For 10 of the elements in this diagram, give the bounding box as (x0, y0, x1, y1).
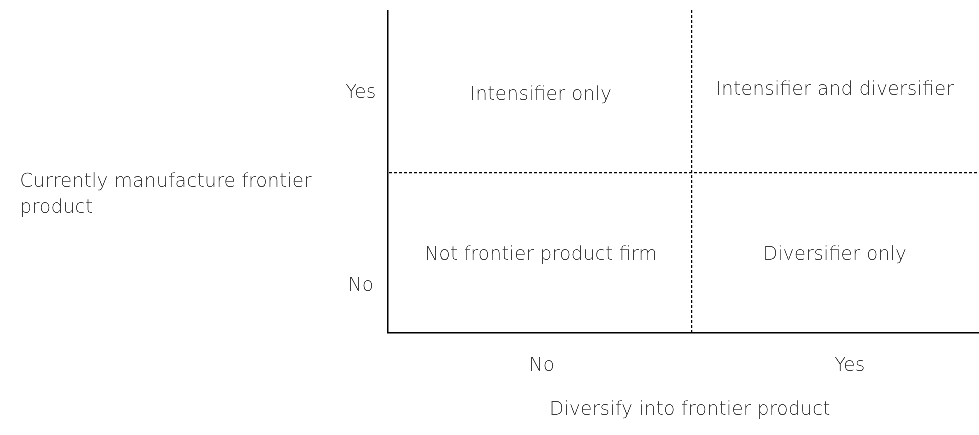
quadrant-label: Intensifier only (470, 82, 612, 108)
axis-tick-label: No (529, 353, 555, 378)
axis-title: Diversify into frontier product (549, 397, 830, 422)
axis-tick-label: No (348, 273, 374, 298)
axis-tick-label: Yes (346, 80, 376, 106)
quadrant-label: Diversifier only (763, 242, 907, 268)
quadrant-label: Not frontier product firm (424, 242, 658, 268)
axis-title: Currently manufacture frontier product (20, 169, 313, 220)
axis-tick-label: Yes (834, 353, 866, 378)
quadrant-label: Intensifier and diversifier (716, 77, 954, 102)
